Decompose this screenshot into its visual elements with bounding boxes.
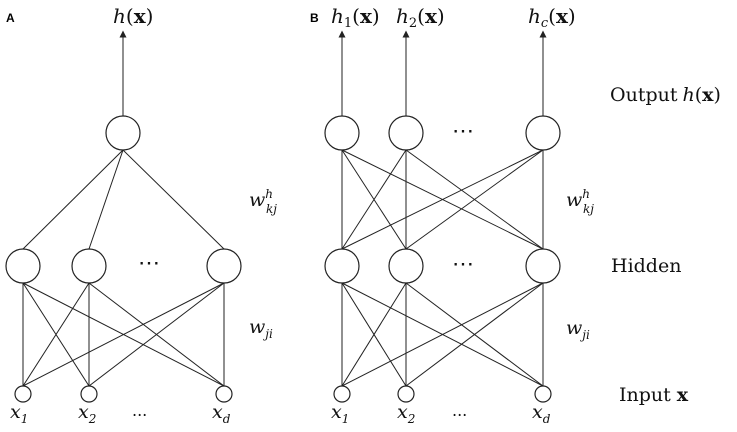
- panel-a-hidden-ellipsis: ⋯: [138, 251, 160, 276]
- panel-a-input-label-1: x1: [10, 401, 28, 426]
- hidden-node: [5, 248, 41, 284]
- input-node: [397, 385, 415, 403]
- panel-a-edges: [22, 149, 225, 387]
- panel-a-input-label-2: x2: [78, 401, 96, 426]
- edge-input-to-hidden: [405, 282, 544, 387]
- hidden-node: [388, 248, 424, 284]
- output-node: [525, 115, 561, 151]
- panel-b-hidden-ellipsis: ⋯: [452, 252, 474, 277]
- output-node: [388, 115, 424, 151]
- panel-a-weight-input-hidden: wji: [249, 316, 273, 341]
- edge-input-to-hidden: [22, 282, 225, 387]
- input-node: [14, 385, 32, 403]
- panel-a-nodes: [5, 115, 242, 403]
- edge-hidden-to-output: [22, 149, 124, 250]
- edge-input-to-hidden: [22, 282, 90, 387]
- panel-b-input-ellipsis: ...: [452, 401, 467, 420]
- hidden-node: [525, 248, 561, 284]
- hidden-node: [324, 248, 360, 284]
- panel-a-input-label-d: xd: [212, 401, 231, 426]
- edge-input-to-hidden: [88, 282, 225, 387]
- panel-b-output-label-1: h1(x): [331, 4, 380, 31]
- edge-hidden-to-output: [341, 149, 544, 250]
- panel-a-output-label: h(x): [113, 4, 153, 28]
- input-node: [333, 385, 351, 403]
- panel-b-nodes: [324, 115, 561, 403]
- panel-b-output-label-c: hc(x): [528, 4, 576, 31]
- hidden-layer-label: Hidden: [611, 255, 681, 277]
- panel-a-input-ellipsis: ...: [132, 401, 147, 420]
- input-node: [80, 385, 98, 403]
- panel-b-input-label-1: x1: [331, 401, 349, 426]
- panel-b-output-ellipsis: ⋯: [452, 119, 474, 144]
- edge-hidden-to-output: [405, 149, 544, 250]
- edge-hidden-to-output: [341, 149, 407, 250]
- hidden-node: [206, 248, 242, 284]
- hidden-node: [71, 248, 107, 284]
- panel-b-output-label-2: h2(x): [396, 4, 445, 31]
- input-node: [215, 385, 233, 403]
- output-node: [324, 115, 360, 151]
- edge-input-to-hidden: [341, 282, 544, 387]
- edge-hidden-to-output: [122, 149, 225, 250]
- panel-b-input-label-d: xd: [532, 401, 551, 426]
- input-node: [534, 385, 552, 403]
- panel-label-a: A: [6, 11, 15, 25]
- edge-hidden-to-output: [88, 149, 124, 250]
- edge-input-to-hidden: [341, 282, 407, 387]
- panel-label-b: B: [310, 11, 319, 25]
- panel-b-input-label-2: x2: [397, 401, 415, 426]
- panel-b-edges: [341, 149, 544, 387]
- output-node: [105, 115, 141, 151]
- panel-b-weight-input-hidden: wji: [566, 317, 590, 342]
